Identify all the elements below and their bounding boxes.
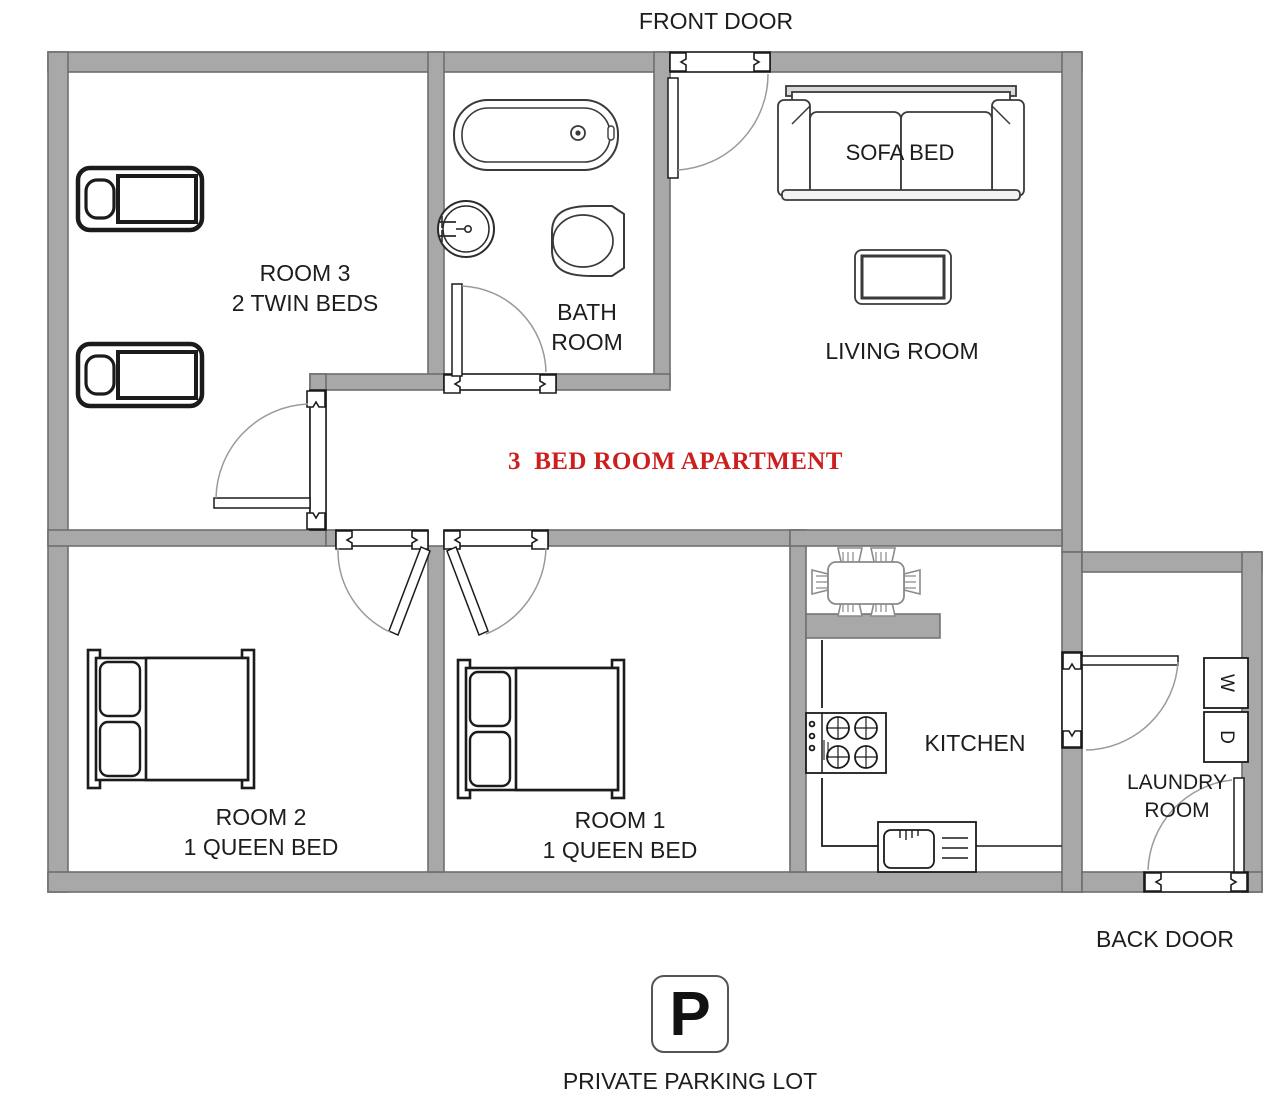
wall-room2-room1 bbox=[427, 545, 445, 873]
wall-room1-kitchen bbox=[789, 529, 807, 873]
dining-set bbox=[811, 547, 921, 617]
door-room3[interactable] bbox=[213, 389, 327, 531]
wall-laundry-top bbox=[1081, 551, 1263, 573]
queen-bed-room2 bbox=[86, 648, 256, 790]
plan-title: 3 BED ROOM APARTMENT bbox=[508, 448, 843, 475]
wall-bath-bottom-right bbox=[555, 373, 671, 391]
dryer-label: D bbox=[1216, 730, 1237, 744]
washer-label: W bbox=[1216, 674, 1237, 692]
wall-hall-bottom-b bbox=[547, 529, 799, 547]
wall-exterior-left bbox=[47, 51, 69, 893]
wall-exterior-right-upper bbox=[1061, 51, 1083, 553]
bathroom-sink bbox=[437, 200, 495, 258]
doors-group bbox=[213, 51, 1249, 893]
wall-exterior-top-left bbox=[47, 51, 671, 73]
door-room1[interactable] bbox=[443, 529, 549, 637]
door-front[interactable] bbox=[667, 51, 771, 179]
wall-bath-bottom-left bbox=[309, 373, 445, 391]
door-back[interactable] bbox=[1143, 777, 1249, 893]
door-bathroom[interactable] bbox=[443, 283, 557, 394]
twin-bed-upper bbox=[75, 165, 205, 233]
coffee-table bbox=[854, 249, 952, 305]
stove bbox=[805, 712, 887, 774]
washer-dryer-stack bbox=[1203, 657, 1249, 763]
wall-laundry-bottom-left bbox=[1081, 871, 1145, 893]
wall-living-kitchen bbox=[789, 529, 1063, 547]
wall-room3-bottom bbox=[47, 529, 327, 547]
sofa-bed bbox=[777, 85, 1025, 201]
toilet bbox=[551, 205, 625, 277]
wall-laundry-bottom-right bbox=[1247, 871, 1263, 893]
queen-bed-room1 bbox=[456, 658, 626, 800]
door-room2[interactable] bbox=[335, 529, 431, 637]
kitchen-counter-lines bbox=[821, 640, 878, 847]
bathtub bbox=[453, 99, 619, 171]
kitchen-bar-counter bbox=[805, 613, 941, 639]
kitchen-sink bbox=[877, 821, 1062, 873]
wall-exterior-bottom bbox=[47, 871, 1083, 893]
parking-sign-letter: P bbox=[669, 979, 711, 1049]
parking-sign bbox=[651, 975, 729, 1053]
door-laundry-entry[interactable] bbox=[1061, 651, 1179, 751]
twin-bed-lower bbox=[75, 341, 205, 409]
wall-exterior-top-right bbox=[769, 51, 1083, 73]
wall-hall-bottom-a bbox=[325, 529, 337, 547]
